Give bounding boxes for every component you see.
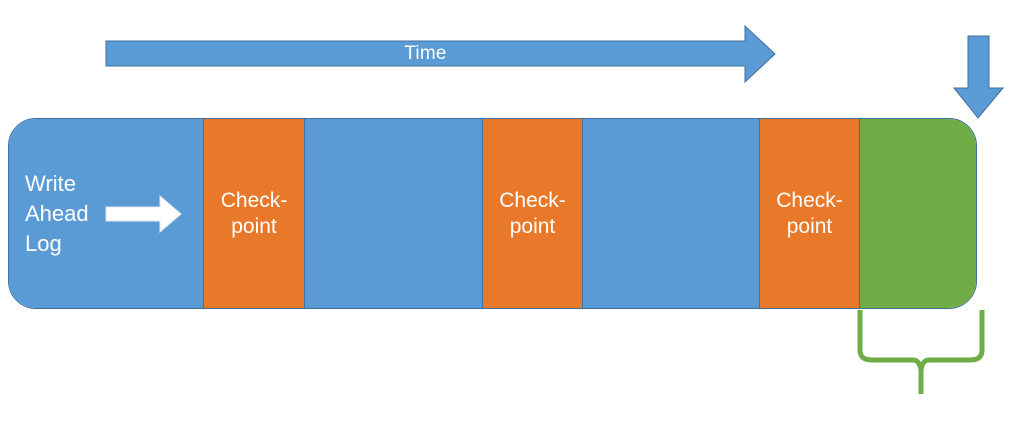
segment-recovery-region[interactable]: [859, 119, 976, 308]
segment-checkpoint-2[interactable]: Check- point: [482, 119, 582, 308]
recovery-brace: [855, 308, 987, 396]
crash-point-down-arrow: [952, 34, 1004, 120]
segment-label-checkpoint-2: Check- point: [499, 188, 566, 238]
segment-label-checkpoint-3: Check- point: [776, 188, 843, 238]
time-axis-arrow: [100, 18, 780, 90]
segment-label-write-ahead-log: Write Ahead Log: [25, 170, 89, 256]
timeline-clip: Write Ahead Log Check- point Check- poin…: [8, 118, 977, 309]
segment-write-ahead-log[interactable]: Write Ahead Log: [9, 119, 203, 308]
segment-checkpoint-3[interactable]: Check- point: [759, 119, 859, 308]
timeline-bar: Write Ahead Log Check- point Check- poin…: [8, 118, 977, 309]
write-direction-arrow-icon: [105, 194, 182, 233]
segment-label-checkpoint-1: Check- point: [220, 188, 288, 238]
wal-inner: Write Ahead Log: [9, 169, 183, 259]
segment-checkpoint-1[interactable]: Check- point: [203, 119, 304, 308]
segment-log-2[interactable]: [304, 119, 482, 308]
segment-log-3[interactable]: [582, 119, 759, 308]
